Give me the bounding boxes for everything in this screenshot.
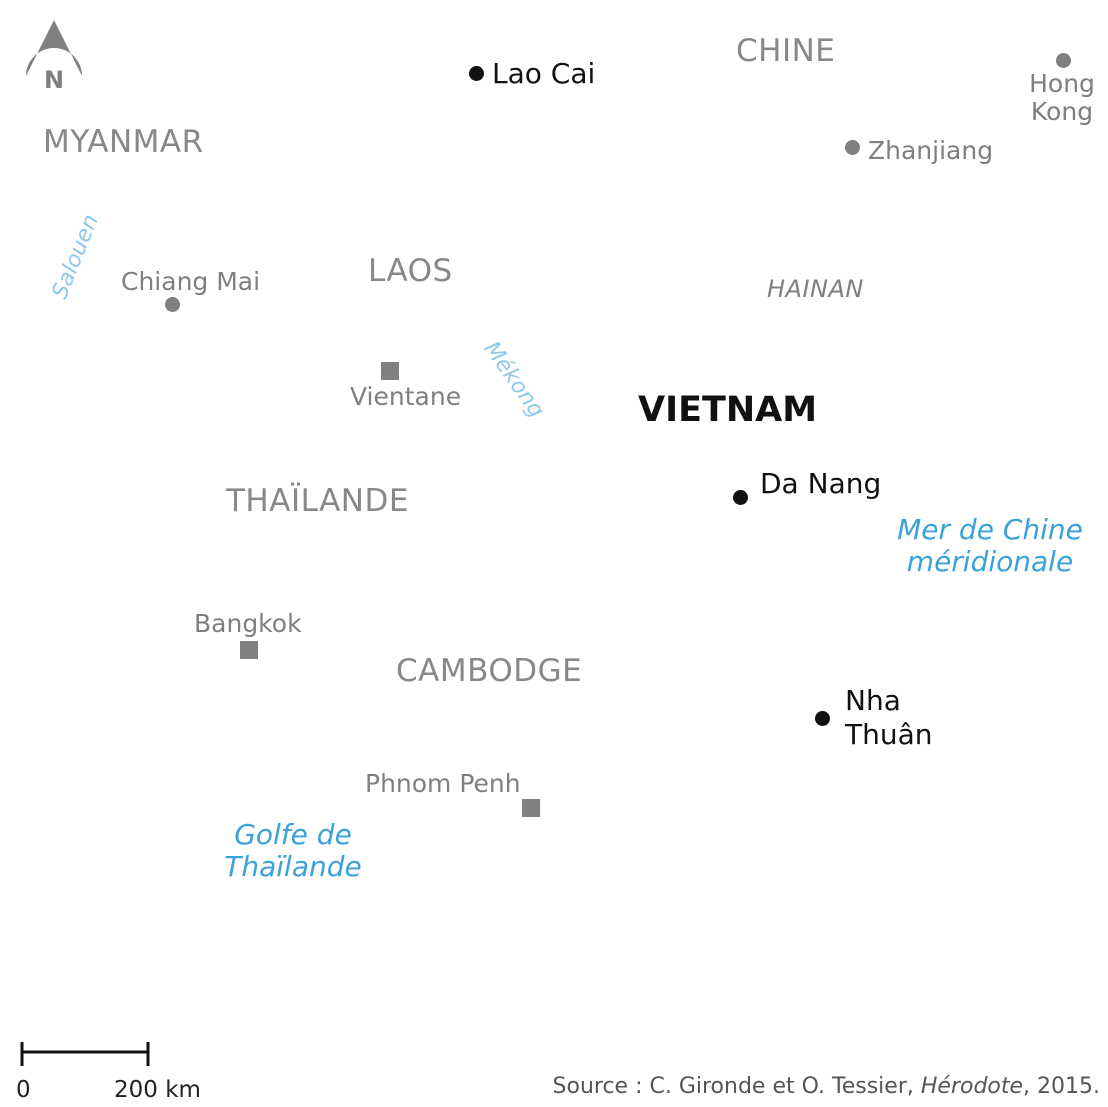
country-label-laos: LAOS xyxy=(368,253,453,289)
source-prefix: Source : C. Gironde et O. Tessier, xyxy=(552,1074,921,1099)
source-credit: Source : C. Gironde et O. Tessier, Hérod… xyxy=(553,1076,1100,1098)
city-label-hong-kong-line1: Hong xyxy=(1029,69,1095,98)
north-arrow-shape xyxy=(26,20,82,76)
sea-label-mer-de-chine: Mer de Chine méridionale xyxy=(895,514,1085,578)
country-label-vietnam: VIETNAM xyxy=(638,390,818,430)
sea-label-mer-de-chine-line1: Mer de Chine xyxy=(897,513,1083,546)
country-label-thailande: THAÏLANDE xyxy=(226,483,409,519)
source-publication: Hérodote xyxy=(920,1074,1024,1099)
river-label-salouen: Salouen xyxy=(47,211,104,303)
capital-marker-vientane xyxy=(381,362,399,380)
scale-bar-end-label: 200 km xyxy=(114,1077,201,1103)
sea-label-golfe-de-thailande: Golfe de Thaïlande xyxy=(213,819,373,883)
city-marker-hong-kong xyxy=(1056,53,1071,68)
country-label-myanmar: MYANMAR xyxy=(43,124,204,160)
source-suffix: , 2015. xyxy=(1023,1074,1100,1099)
city-label-nha-thuan-line1: Nha xyxy=(845,684,901,717)
city-label-nha-thuan-line2: Thuân xyxy=(845,718,933,751)
north-letter: N xyxy=(44,66,64,94)
capital-marker-phnom-penh xyxy=(522,799,540,817)
river-label-mekong: Mékong xyxy=(478,337,549,423)
city-label-bangkok: Bangkok xyxy=(194,609,302,638)
sea-label-golfe-line2: Thaïlande xyxy=(224,850,362,883)
country-label-chine: CHINE xyxy=(736,33,836,69)
capital-marker-bangkok xyxy=(240,641,258,659)
city-marker-lao-cai xyxy=(469,66,484,81)
sea-label-mer-de-chine-line2: méridionale xyxy=(906,545,1074,578)
city-label-phnom-penh: Phnom Penh xyxy=(365,769,521,798)
city-marker-chiang-mai xyxy=(165,297,180,312)
scale-bar xyxy=(20,1042,150,1066)
scale-bar-start-label: 0 xyxy=(16,1077,31,1103)
island-label-hainan: HAINAN xyxy=(767,275,864,303)
city-marker-nha-thuan xyxy=(815,711,830,726)
city-label-hong-kong: Hong Kong xyxy=(1026,70,1098,126)
north-arrow-icon: N xyxy=(26,20,82,94)
city-marker-da-nang xyxy=(733,490,748,505)
sea-label-golfe-line1: Golfe de xyxy=(234,818,352,851)
city-label-chiang-mai: Chiang Mai xyxy=(121,267,261,296)
city-marker-zhanjiang xyxy=(845,140,860,155)
city-label-nha-thuan: Nha Thuân xyxy=(845,684,933,752)
city-label-vientane: Vientane xyxy=(350,382,462,411)
city-label-da-nang: Da Nang xyxy=(760,467,882,500)
city-label-zhanjiang: Zhanjiang xyxy=(868,136,994,165)
city-label-lao-cai: Lao Cai xyxy=(492,57,596,90)
city-label-hong-kong-line2: Kong xyxy=(1030,97,1094,126)
country-label-cambodge: CAMBODGE xyxy=(396,653,583,689)
